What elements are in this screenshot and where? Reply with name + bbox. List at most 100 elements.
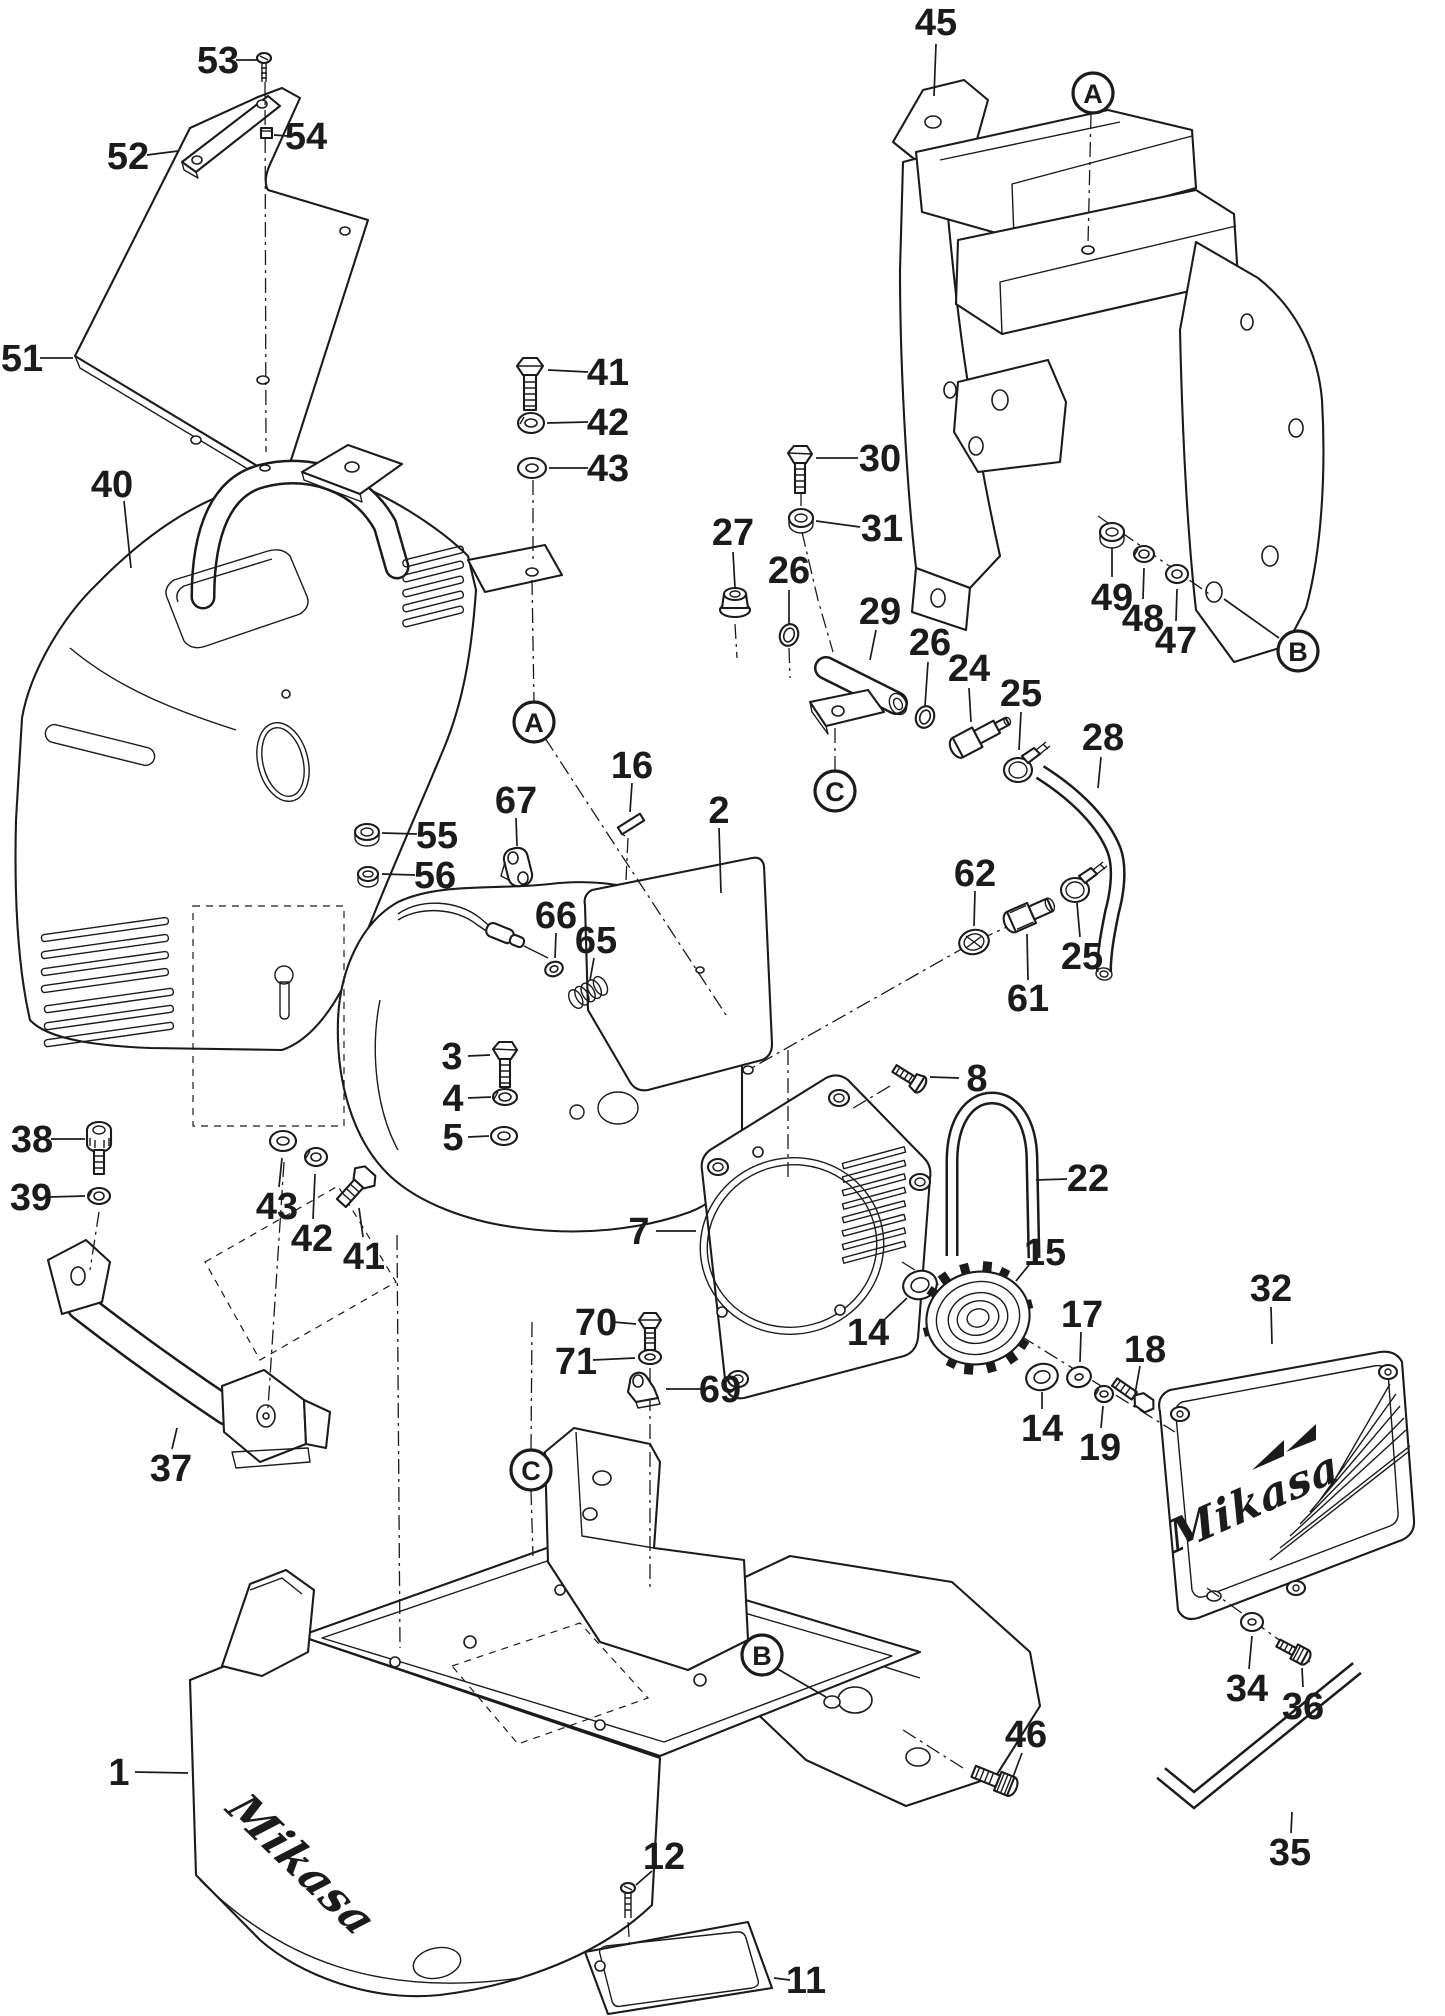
part-19-lock-washer — [1093, 1384, 1115, 1404]
part-69-cable-clamp — [626, 1371, 661, 1409]
callout-leader-42-40 — [312, 1173, 316, 1220]
callout-leader-37-52 — [171, 1427, 178, 1450]
callout-leader-41-41 — [358, 1207, 364, 1238]
callout-56-25: 56 — [414, 855, 456, 897]
part-71-washer — [637, 1348, 663, 1366]
callout-30-9: 30 — [859, 438, 901, 480]
callout-27-11: 27 — [712, 512, 754, 554]
callout-17-44: 17 — [1061, 1294, 1103, 1336]
part-56-nut — [356, 865, 380, 888]
callout-leader-8-34 — [929, 1076, 960, 1079]
callout-25-16: 25 — [1000, 673, 1042, 715]
callout-leader-3-31 — [467, 1054, 491, 1057]
part-2-backplate — [583, 856, 774, 1092]
callout-14-45: 14 — [1021, 1408, 1063, 1450]
callout-37-52: 37 — [150, 1448, 192, 1490]
callout-leader-1-53 — [134, 1771, 189, 1774]
cover-left-vents — [40, 916, 175, 1048]
callout-leader-29-13 — [869, 629, 877, 661]
part-5-washer — [489, 1125, 519, 1147]
ref-marker-circle-B-1 — [1276, 629, 1320, 673]
callout-36-58: 36 — [1282, 1686, 1324, 1728]
callout-65-27: 65 — [575, 920, 617, 962]
part-47-washer — [1164, 563, 1190, 585]
callout-54-2: 54 — [285, 116, 327, 158]
callout-67-22: 67 — [495, 780, 537, 822]
callout-22-36: 22 — [1067, 1158, 1109, 1200]
part-24-fitting — [948, 716, 1012, 759]
callout-leader-25-16 — [1018, 711, 1022, 751]
part-53-screw — [255, 51, 273, 82]
callout-leader-34-57 — [1248, 1635, 1253, 1670]
callout-40-4: 40 — [91, 464, 133, 506]
callout-leader-71-50 — [592, 1357, 636, 1361]
callout-41-5: 41 — [587, 352, 629, 394]
cover-right-grille — [402, 545, 465, 628]
part-39-lock-washer — [86, 1186, 112, 1206]
part-36-cap-screw — [1275, 1638, 1312, 1666]
callout-53-0: 53 — [197, 40, 239, 82]
callout-leader-14-43 — [884, 1297, 908, 1320]
plate7-vents — [841, 1146, 907, 1264]
callout-leader-36-58 — [1301, 1667, 1304, 1688]
callout-35-59: 35 — [1269, 1832, 1311, 1874]
part-32-pulley-cover — [1158, 1350, 1416, 1621]
part-15-clutch — [922, 1261, 1034, 1375]
callout-leader-16-21 — [629, 782, 633, 813]
callout-leader-28-17 — [1097, 756, 1102, 789]
callout-38-37: 38 — [11, 1119, 53, 1161]
callout-31-10: 31 — [861, 508, 903, 550]
ref-marker-circle-C-3 — [813, 769, 857, 813]
callout-leader-2-23 — [718, 827, 722, 894]
callout-14-43: 14 — [847, 1312, 889, 1354]
part-65-spring — [567, 975, 609, 1010]
callout-41-41: 41 — [343, 1236, 385, 1278]
part-26-o-ring-b — [914, 705, 936, 729]
callout-29-13: 29 — [859, 591, 901, 633]
callout-leader-4-32 — [467, 1096, 492, 1099]
part-17-washer — [1066, 1365, 1092, 1389]
callout-leader-48-19 — [1142, 567, 1145, 600]
callout-leader-32-48 — [1270, 1306, 1273, 1345]
part-42-lock-washer-b — [303, 1146, 329, 1168]
part-67-lever — [500, 846, 534, 888]
callout-8-34: 8 — [966, 1058, 987, 1100]
callout-leader-19-47 — [1100, 1405, 1104, 1429]
part-41-bolt-b — [335, 1165, 377, 1209]
callout-19-47: 19 — [1079, 1427, 1121, 1469]
part-34-washer — [1239, 1611, 1265, 1633]
part-40-belt-cover — [14, 443, 564, 1052]
callout-25-30: 25 — [1061, 936, 1103, 978]
callout-leader-55-24 — [381, 832, 418, 835]
callout-leader-26-14 — [924, 661, 929, 707]
ref-marker-circle-B-5 — [740, 1633, 784, 1677]
construction-lines — [89, 81, 1311, 1951]
part-22-v-belt — [945, 1091, 1041, 1259]
callout-leader-24-15 — [968, 687, 972, 723]
part-25-clamp-b — [1059, 861, 1108, 904]
part-54-nut — [259, 126, 274, 140]
callout-47-20: 47 — [1155, 620, 1197, 662]
callout-43-7: 43 — [587, 448, 629, 490]
hole-a-target — [1081, 245, 1095, 255]
callout-leader-62-28 — [973, 890, 976, 927]
ref-marker-B-1: B — [1288, 637, 1308, 667]
part-35-guard-bar — [1156, 1662, 1362, 1810]
callout-leader-54-2 — [273, 134, 289, 137]
part-66-washer — [544, 960, 564, 978]
callout-5-33: 5 — [442, 1117, 463, 1159]
ref-marker-A-0: A — [1083, 79, 1103, 109]
callout-leader-67-22 — [515, 817, 518, 847]
part-throttle-cable — [397, 902, 549, 959]
part-37-handle-stay — [46, 1238, 332, 1469]
plate7-corner-nuts — [706, 1088, 932, 1389]
callout-leader-65-27 — [589, 957, 595, 981]
callout-16-21: 16 — [611, 745, 653, 787]
part-38-cap-screw — [85, 1120, 113, 1176]
part-4-lock-washer — [491, 1087, 519, 1107]
callout-3-31: 3 — [441, 1036, 462, 1078]
part-43-washer-a — [516, 456, 548, 480]
callout-leader-22-36 — [1035, 1178, 1068, 1181]
